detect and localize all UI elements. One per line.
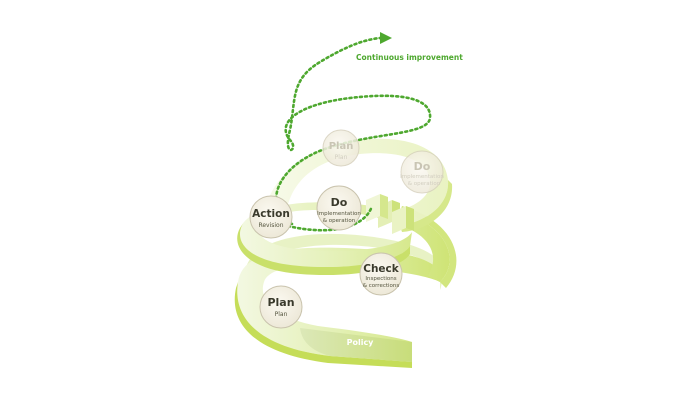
node-action-title: Action: [252, 208, 290, 220]
node-check-sub2: & corrections: [363, 283, 400, 289]
node-plan-bottom-sub: Plan: [275, 311, 288, 318]
spiral-bottom-rim: [234, 282, 412, 368]
node-action-sub: Revision: [258, 222, 283, 229]
node-do-front-sub2: & operation: [323, 218, 356, 224]
node-check: Check Inspections & corrections: [359, 252, 403, 296]
arrow-head-icon: [380, 32, 392, 44]
node-do-back-title: Do: [414, 160, 431, 173]
node-do-back: Do Implementation & operation: [400, 150, 444, 194]
policy-band: [300, 328, 412, 362]
node-plan-top-sub: Plan: [335, 154, 348, 161]
node-check-sub1: Inspections: [365, 276, 396, 282]
node-plan-bottom: Plan Plan: [259, 285, 303, 329]
node-do-front: Do Implementation & operation: [316, 185, 362, 231]
node-check-title: Check: [363, 263, 400, 275]
spiral-steps: [366, 194, 414, 234]
node-plan-bottom-title: Plan: [267, 296, 294, 309]
node-do-back-sub2: & operation: [408, 181, 441, 187]
node-action: Action Revision: [249, 195, 293, 239]
node-do-front-title: Do: [331, 196, 348, 209]
loop-inner-dots: [286, 204, 374, 232]
spiral-bottom-front: [237, 247, 440, 362]
node-plan-top: Plan Plan: [322, 129, 360, 167]
policy-label: Policy: [347, 338, 375, 347]
node-do-back-sub1: Implementation: [400, 174, 444, 180]
continuous-improvement-label: Continuous improvement: [356, 53, 463, 62]
spiral-top-band: [262, 138, 449, 226]
node-plan-top-title: Plan: [329, 141, 354, 152]
node-do-front-sub1: Implementation: [317, 211, 361, 217]
continuous-improvement-arrow: [274, 36, 432, 226]
